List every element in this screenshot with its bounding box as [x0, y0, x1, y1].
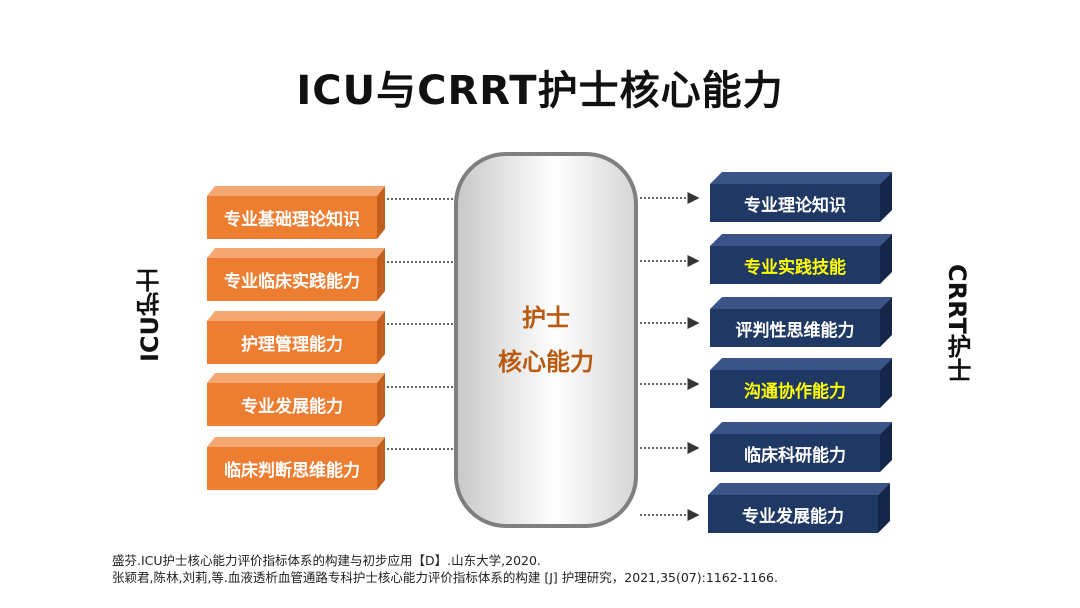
reference-list: 盛芬.ICU护士核心能力评价指标体系的构建与初步应用【D】.山东大学,2020.… [112, 552, 778, 586]
icu-competency-label: 专业临床实践能力 [207, 258, 377, 301]
crrt-competency-label: 沟通协作能力 [710, 370, 880, 408]
crrt-competency-label: 专业实践技能 [710, 246, 880, 284]
reference-item: 盛芬.ICU护士核心能力评价指标体系的构建与初步应用【D】.山东大学,2020. [112, 553, 541, 568]
icu-competency-label: 临床判断思维能力 [207, 447, 377, 490]
icu-competency-label: 护理管理能力 [207, 321, 377, 364]
center-title-line2: 核心能力 [498, 348, 594, 376]
slide-title: ICU与CRRT护士核心能力 [296, 68, 784, 114]
crrt-competency-label: 临床科研能力 [710, 434, 880, 472]
crrt-competency-label: 评判性思维能力 [710, 309, 880, 347]
crrt-competency-label: 专业发展能力 [708, 495, 878, 533]
nurse-core-competency-center: 护士 核心能力 [454, 152, 638, 528]
reference-item: 张颖君,陈林,刘莉,等.血液透析血管通路专科护士核心能力评价指标体系的构建 [J… [112, 570, 778, 585]
center-title-line1: 护士 [522, 304, 570, 332]
crrt-nurse-label: CRRT护士 [943, 264, 971, 382]
icu-competency-label: 专业发展能力 [207, 383, 377, 426]
crrt-competency-label: 专业理论知识 [710, 184, 880, 222]
icu-competency-label: 专业基础理论知识 [207, 196, 377, 239]
